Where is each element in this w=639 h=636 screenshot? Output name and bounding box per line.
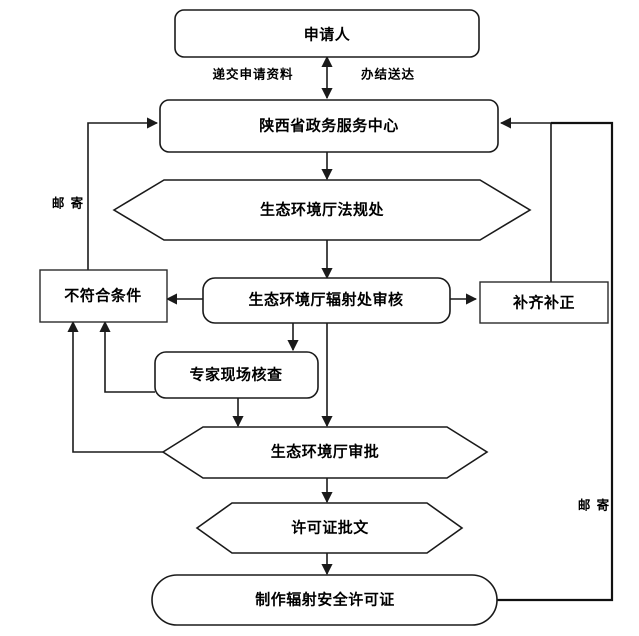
license-document-label: 许可证批文 <box>291 519 369 537</box>
expert-onsite-label: 专家现场核查 <box>189 366 283 384</box>
edge-label-deliver: 办结送达 <box>361 67 415 82</box>
connector-expert-to-not-qualified <box>99 320 155 393</box>
license-document-shape <box>195 502 464 554</box>
node-not-qualified[interactable]: 不符合条件 <box>39 269 168 323</box>
connector-not-qualified-to-service-center <box>87 117 159 270</box>
edge-label-mail-right: 邮 寄 <box>578 498 610 513</box>
node-radiation-review[interactable]: 生态环境厅辐射处审核 <box>202 277 451 324</box>
approval-shape <box>161 426 489 479</box>
node-applicant[interactable]: 申请人 <box>174 9 480 58</box>
regulation-dept-shape <box>112 179 532 241</box>
connector-make-license-to-service-center <box>497 121 614 602</box>
node-service-center[interactable]: 陕西省政务服务中心 <box>159 99 499 153</box>
node-regulation-dept[interactable]: 生态环境厅法规处 <box>112 179 532 241</box>
edge-label-submit: 递交申请资料 <box>212 67 293 82</box>
node-license-document[interactable]: 许可证批文 <box>195 502 464 554</box>
connector-approval-to-not-qualified <box>67 320 163 453</box>
supplement-label: 补齐补正 <box>512 294 575 312</box>
service-center-label: 陕西省政务服务中心 <box>259 117 399 135</box>
radiation-review-shape <box>202 277 451 324</box>
node-make-license[interactable]: 制作辐射安全许可证 <box>151 574 498 626</box>
node-expert-onsite[interactable]: 专家现场核查 <box>154 351 319 399</box>
service-center-shape <box>159 99 499 153</box>
radiation-review-label: 生态环境厅辐射处审核 <box>248 291 403 309</box>
node-supplement[interactable]: 补齐补正 <box>479 281 609 324</box>
regulation-dept-label: 生态环境厅法规处 <box>260 201 385 219</box>
edge-label-mail-left: 邮 寄 <box>52 196 84 211</box>
approval-label: 生态环境厅审批 <box>271 443 380 461</box>
applicant-shape <box>174 9 480 58</box>
make-license-label: 制作辐射安全许可证 <box>255 591 395 609</box>
not-qualified-shape <box>39 269 168 323</box>
make-license-shape <box>151 574 498 626</box>
expert-onsite-shape <box>154 351 319 399</box>
not-qualified-label: 不符合条件 <box>64 287 142 305</box>
node-approval[interactable]: 生态环境厅审批 <box>161 426 489 479</box>
supplement-shape <box>479 281 609 324</box>
applicant-label: 申请人 <box>304 26 351 44</box>
